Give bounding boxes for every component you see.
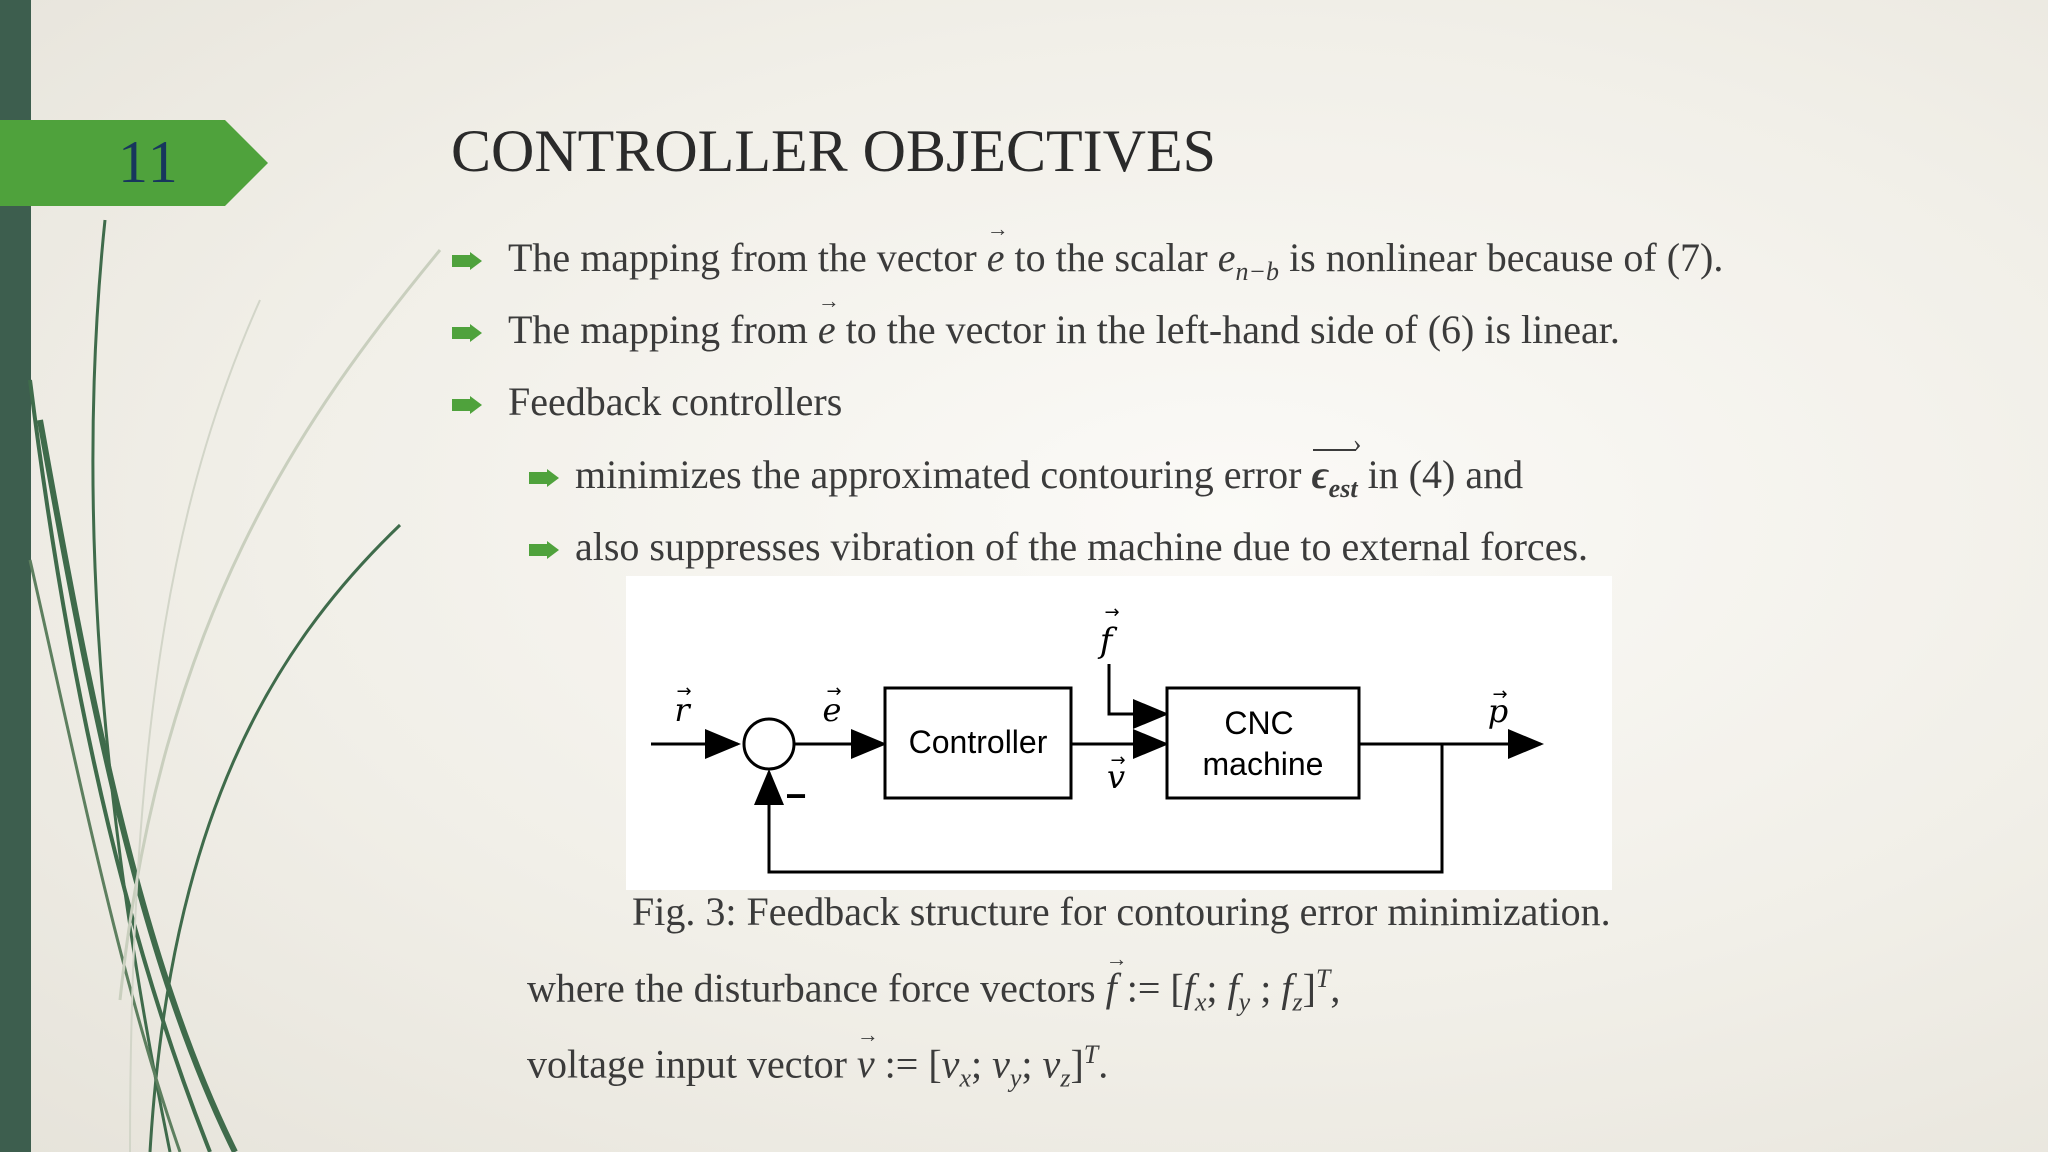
vz-symbol: v — [1042, 1041, 1061, 1087]
bullet-1-text-mid: to the scalar — [1004, 235, 1218, 280]
line1-text: where the disturbance force vectors — [527, 965, 1106, 1011]
separator: ; — [1021, 1041, 1043, 1087]
vector-arrow-icon: → — [826, 681, 841, 702]
x-subscript: x — [959, 1063, 971, 1093]
sub-bullet-arrow-icon — [529, 469, 559, 487]
error-e-label: e — [823, 691, 842, 729]
close-bracket: ] — [1302, 965, 1316, 1011]
transpose-superscript: T — [1083, 1040, 1099, 1069]
vector-arrow-icon: → — [1104, 602, 1119, 623]
line-end-punct: . — [1098, 1041, 1109, 1087]
minus-sign-label: − — [785, 775, 806, 816]
vector-v-symbol: v — [857, 1022, 875, 1087]
epsilon-subscript: est — [1328, 474, 1358, 503]
epsilon-symbol: ϵ — [1311, 452, 1329, 497]
assign-op: := [ — [1116, 965, 1184, 1011]
sub-bullet-1-text-post: in (4) and — [1357, 452, 1524, 497]
voltage-definition-line: voltage input vector v := [vx; vy; vz]T. — [527, 1022, 1109, 1093]
vector-arrow-icon: → — [1492, 684, 1507, 705]
vector-arrow-icon: → — [1110, 750, 1125, 771]
bullet-1-text-pre: The mapping from the vector — [508, 235, 987, 280]
sub-bullet-2: also suppresses vibration of the machine… — [575, 524, 1589, 569]
vy-symbol: v — [992, 1041, 1010, 1087]
sub-bullet-arrow-icon — [529, 541, 559, 559]
bullet-2: The mapping from e to the vector in the … — [508, 288, 1620, 353]
bullet-1: The mapping from the vector e to the sca… — [508, 216, 1724, 287]
disturbance-signal-line — [1107, 664, 1169, 729]
summing-junction — [742, 717, 796, 771]
close-bracket: ] — [1070, 1041, 1084, 1087]
assign-op: := [ — [874, 1041, 942, 1087]
cnc-label: CNC — [1224, 705, 1293, 741]
slide-number: 11 — [118, 129, 180, 195]
separator: ; — [970, 1041, 993, 1087]
line2-text: voltage input vector — [527, 1041, 857, 1087]
bullet-arrow-icon — [452, 324, 482, 342]
controller-label: Controller — [909, 724, 1048, 760]
disturbance-definition-line: where the disturbance force vectors f :=… — [527, 946, 1341, 1017]
cnc-machine-block — [1165, 686, 1361, 800]
fx-symbol: f — [1183, 965, 1195, 1011]
feedback-path-line — [754, 744, 1444, 874]
output-p-label: p — [1488, 692, 1508, 730]
transpose-superscript: T — [1315, 964, 1331, 993]
figure-caption: Fig. 3: Feedback structure for contourin… — [632, 889, 1611, 934]
feedback-block-diagram: Controller CNC machine r → e → f → v → p… — [626, 576, 1612, 890]
bullet-2-text-pre: The mapping from — [508, 307, 818, 352]
bullet-1-text-post: is nonlinear because of (7). — [1279, 235, 1724, 280]
vector-f-symbol: f — [1106, 946, 1117, 1011]
separator: ; — [1206, 965, 1228, 1011]
line-end-punct: , — [1330, 965, 1341, 1011]
fy-symbol: f — [1227, 965, 1239, 1011]
y-subscript: y — [1238, 987, 1251, 1017]
vx-symbol: v — [941, 1041, 960, 1087]
scalar-e-subscript: n−b — [1235, 257, 1280, 286]
bullet-2-text-post: to the vector in the left-hand side of (… — [835, 307, 1620, 352]
x-subscript: x — [1194, 987, 1207, 1017]
bullet-arrow-icon — [452, 252, 482, 270]
vector-e-symbol: e — [987, 216, 1005, 281]
controller-block — [883, 686, 1073, 800]
z-subscript: z — [1060, 1063, 1071, 1093]
machine-label: machine — [1203, 746, 1324, 782]
input-r-label: r — [674, 691, 691, 729]
sub-bullet-1: minimizes the approximated contouring er… — [575, 429, 1524, 504]
separator: ; — [1250, 965, 1282, 1011]
sub-bullet-1-text-pre: minimizes the approximated contouring er… — [575, 452, 1312, 497]
y-subscript: y — [1009, 1063, 1022, 1093]
slide-title: CONTROLLER OBJECTIVES — [451, 118, 1216, 184]
fz-symbol: f — [1281, 965, 1293, 1011]
bullet-3: Feedback controllers — [508, 379, 843, 424]
vector-arrow-icon: → — [676, 681, 691, 702]
z-subscript: z — [1292, 987, 1303, 1017]
slide-number-tab — [0, 120, 268, 206]
scalar-e-symbol: e — [1217, 235, 1236, 280]
vector-e-symbol: e — [818, 288, 836, 353]
bullet-arrow-icon — [452, 396, 482, 414]
voltage-v-label: v — [1107, 758, 1125, 796]
disturbance-f-label: f — [1097, 621, 1118, 661]
